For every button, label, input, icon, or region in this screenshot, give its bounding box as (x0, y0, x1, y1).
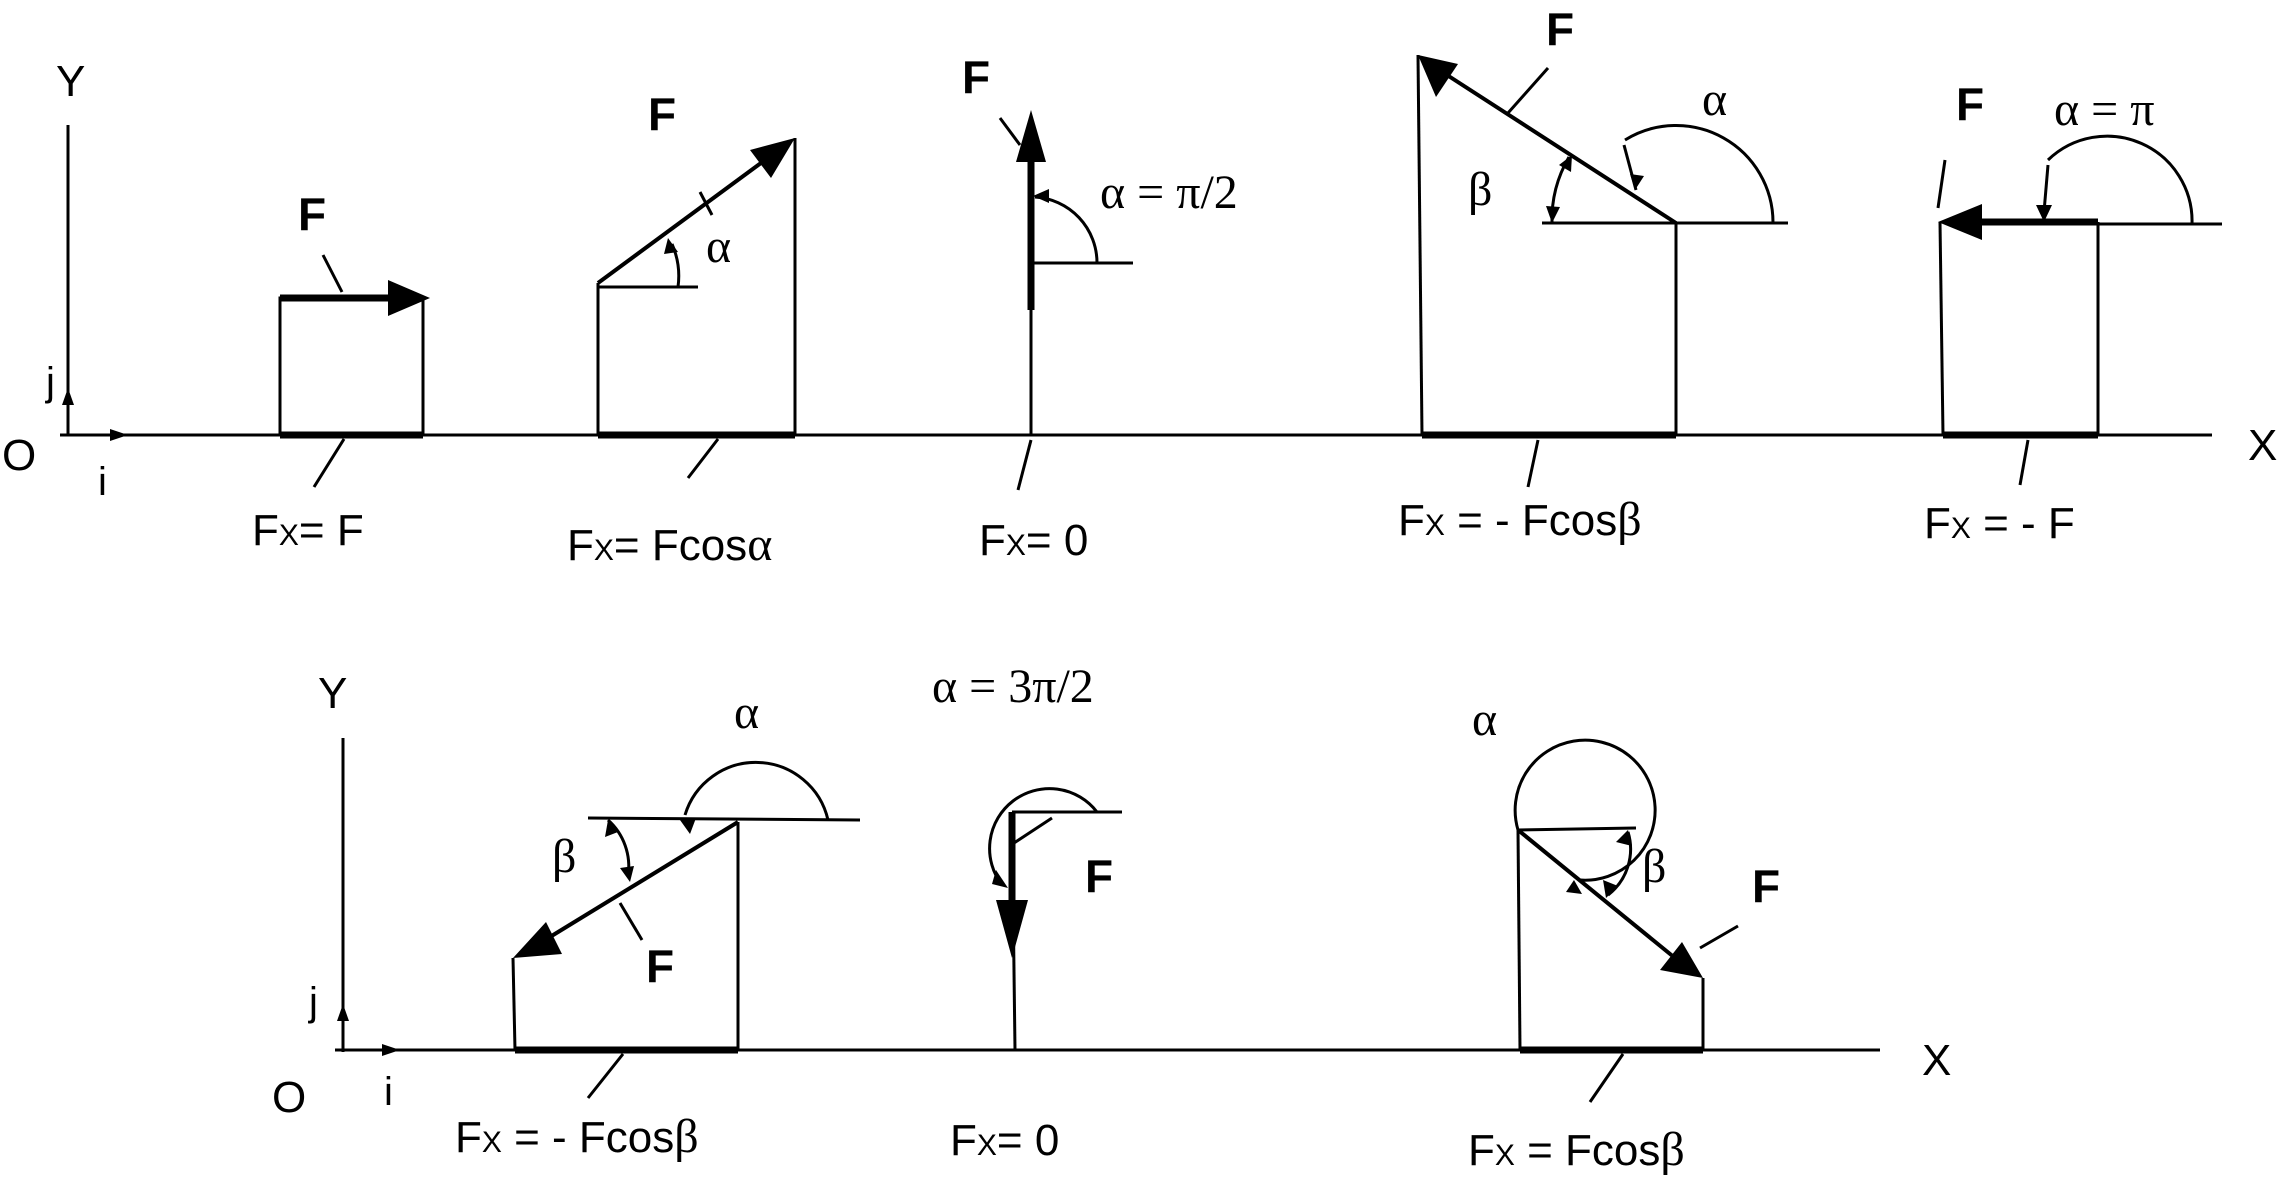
case-4-alpha-arc (1624, 124, 1775, 224)
case-3-alpha-arc (1034, 195, 1099, 264)
top-j-label: j (45, 360, 55, 404)
case-3-force-label: F (962, 51, 990, 103)
bottom-x-axis-label: X (1922, 1036, 1951, 1085)
case-3-caption: FX= 0 (979, 516, 1088, 565)
case-6-force-vector (543, 820, 740, 942)
case-7-force-label: F (1085, 850, 1113, 902)
top-y-axis-label: Y (56, 57, 85, 106)
case-8-alpha-arc (1513, 738, 1657, 882)
top-x-axis-label: X (2248, 421, 2277, 470)
case-6-alpha-label: α (734, 686, 759, 739)
case-6-force-label: F (646, 940, 674, 992)
case-5-angle-label: α = π (2054, 83, 2154, 136)
case-8-force-label: F (1752, 860, 1780, 912)
case-7-angle-label: α = 3π/2 (932, 660, 1094, 713)
case-2-arrowhead (750, 138, 795, 178)
case-4-alpha-label: α (1702, 73, 1727, 126)
bottom-j-label: j (308, 980, 318, 1024)
top-i-label: i (98, 460, 107, 504)
case-2-caption: FX= Fcosα (567, 518, 772, 571)
case-5-force-label: F (1956, 78, 1984, 130)
case-5-caption: FX = - F (1924, 499, 2075, 548)
case-2-force-label: F (648, 88, 676, 140)
top-origin-label: O (2, 431, 36, 480)
case-2-angled-force: α F FX= Fcosα (567, 88, 797, 571)
case-8-caption: FX = Fcosβ (1468, 1123, 1685, 1176)
case-8-fourth-quadrant-force: α β F FX = Fcosβ (1468, 693, 1780, 1176)
bottom-y-axis-label: Y (318, 669, 347, 718)
case-1-horizontal-force: F FX= F (252, 188, 430, 555)
case-8-alpha-label: α (1472, 693, 1497, 746)
case-4-force-vector (1445, 73, 1678, 225)
case-8-force-vector (1516, 828, 1677, 960)
case-6-caption: FX = - Fcosβ (455, 1110, 699, 1163)
case-4-obtuse-force: α β F FX = - Fcosβ (1398, 3, 1788, 546)
top-j-unit-arrow (62, 388, 74, 405)
case-6-third-quadrant-force: α β F FX = - Fcosβ (455, 686, 861, 1163)
case-4-force-label: F (1546, 3, 1574, 55)
case-7-arrowhead (996, 900, 1028, 958)
case-3-arrowhead (1016, 110, 1046, 162)
case-8-arrowhead (1660, 942, 1703, 978)
case-7-alpha-arc (988, 787, 1099, 886)
case-5-arrowhead (1938, 204, 1982, 240)
case-4-arrowhead (1418, 55, 1458, 97)
bottom-j-unit-arrow (337, 1004, 349, 1021)
case-4-caption: FX = - Fcosβ (1398, 493, 1642, 546)
case-3-angle-label: α = π/2 (1100, 166, 1238, 219)
case-5-alpha-arc (2046, 134, 2194, 225)
bottom-i-unit-arrow (382, 1044, 400, 1056)
case-2-force-vector (596, 158, 767, 285)
case-6-beta-label: β (552, 830, 576, 883)
case-6-arrowhead (513, 922, 562, 958)
case-1-caption: FX= F (252, 506, 364, 555)
case-7-caption: FX= 0 (950, 1116, 1059, 1165)
case-6-alpha-arc (683, 760, 830, 821)
top-i-unit-arrow (110, 429, 128, 441)
bottom-origin-label: O (272, 1073, 306, 1122)
bottom-i-label: i (384, 1070, 393, 1114)
case-1-force-label: F (298, 188, 326, 240)
case-1-arrowhead (388, 280, 430, 316)
case-8-beta-label: β (1642, 840, 1666, 893)
case-7-downward-force: α = 3π/2 F FX= 0 (932, 660, 1122, 1165)
case-5-reverse-force: α = π F FX = - F (1924, 78, 2222, 548)
case-3-vertical-force: α = π/2 F FX= 0 (962, 51, 1238, 565)
case-4-beta-label: β (1468, 163, 1492, 216)
case-2-alpha-label: α (706, 220, 731, 273)
